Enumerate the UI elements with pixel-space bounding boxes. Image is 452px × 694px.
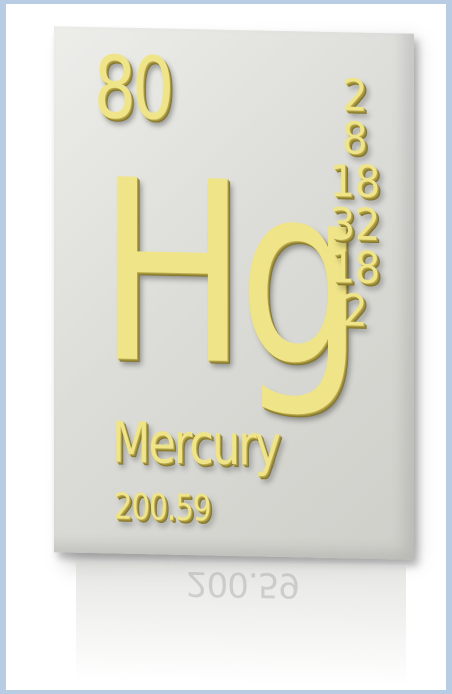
shell-1: 2 <box>342 70 368 122</box>
element-symbol: Hg <box>98 126 355 423</box>
atomic-mass: 200.59 <box>114 486 211 530</box>
element-name: Mercury <box>112 410 280 479</box>
shell-2: 8 <box>342 113 368 165</box>
shell-3: 18 <box>329 156 381 209</box>
shell-6: 2 <box>342 285 368 337</box>
shell-5: 18 <box>329 242 381 295</box>
tile-reflection: 200.59 <box>76 561 406 687</box>
element-tile: 80 Hg 2 8 18 32 18 2 Mercury 200.59 <box>54 26 414 560</box>
image-frame: 80 Hg 2 8 18 32 18 2 Mercury 200.59 200.… <box>6 4 446 690</box>
electron-shells: 2 8 18 32 18 2 <box>320 70 390 337</box>
reflection-mass: 200.59 <box>186 563 299 606</box>
atomic-number: 80 <box>94 38 171 140</box>
shell-4: 32 <box>329 199 381 252</box>
